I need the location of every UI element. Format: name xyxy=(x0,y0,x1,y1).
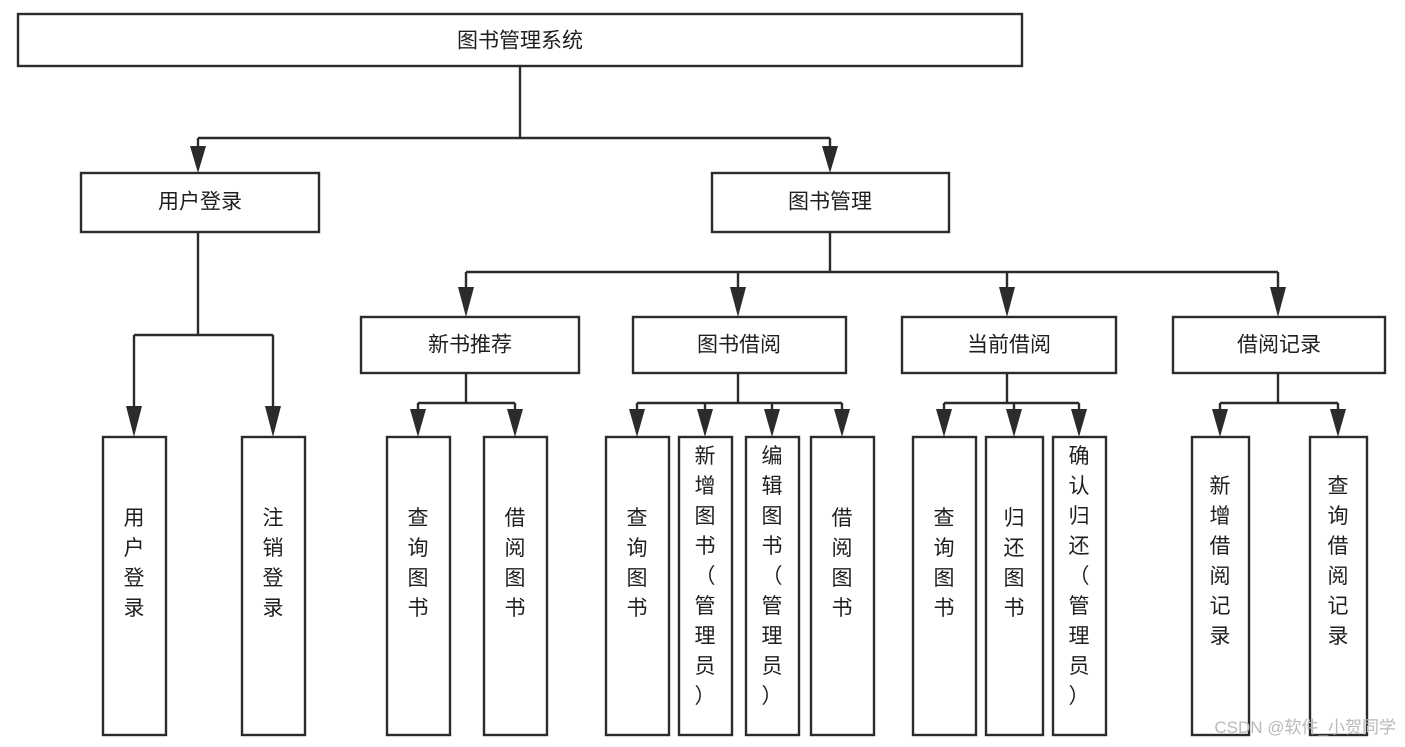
node-current-borrow-box[interactable] xyxy=(900,315,1118,375)
arrow-to-new-book-recommend xyxy=(458,287,474,317)
leaf-user-login[interactable]: 用户登录 xyxy=(101,435,168,737)
leaf-confirm-return-admin-label: 确认归还（管理员） xyxy=(1069,445,1090,708)
leaf-borrow-book-borrow[interactable]: 借阅图书 xyxy=(809,435,876,737)
leaf-query-borrow-record[interactable]: 查询借阅记录 xyxy=(1308,435,1369,737)
node-current-borrow[interactable]: 当前借阅 xyxy=(900,315,1118,375)
arrow-to-leaf-query-borrow-record xyxy=(1330,409,1346,437)
leaf-edit-book-admin[interactable]: 编辑图书（管理员） xyxy=(744,435,801,737)
leaf-query-book-rec[interactable]: 查询图书 xyxy=(385,435,452,737)
leaf-query-book-current-label: 查询图书 xyxy=(934,507,955,620)
leaf-add-borrow-record-box[interactable] xyxy=(1190,435,1251,737)
leaf-query-book-current-box[interactable] xyxy=(911,435,978,737)
leaf-logout-box[interactable] xyxy=(240,435,307,737)
node-user-login[interactable]: 用户登录 xyxy=(79,171,321,234)
leaf-query-book-borrow-box[interactable] xyxy=(604,435,671,737)
node-book-manage-label: 图书管理 xyxy=(788,191,872,214)
leaf-return-book[interactable]: 归还图书 xyxy=(984,435,1045,737)
arrow-to-current-borrow xyxy=(999,287,1015,317)
arrow-to-leaf-logout xyxy=(265,406,281,437)
leaf-confirm-return-admin-box[interactable] xyxy=(1051,435,1108,737)
node-root-label: 图书管理系统 xyxy=(457,30,583,53)
arrow-to-book-borrow xyxy=(730,287,746,317)
leaf-edit-book-admin-box[interactable] xyxy=(744,435,801,737)
arrow-to-leaf-borrow-book-borrow xyxy=(834,409,850,437)
arrow-to-book-manage xyxy=(822,146,838,173)
node-book-manage-box[interactable] xyxy=(710,171,951,234)
leaf-logout-label: 注销登录 xyxy=(263,507,284,620)
watermark-label: CSDN @软件_小贺同学 xyxy=(1214,718,1396,737)
leaf-query-borrow-record-box[interactable] xyxy=(1308,435,1369,737)
leaf-user-login-label: 用户登录 xyxy=(124,507,145,620)
node-current-borrow-label: 当前借阅 xyxy=(967,334,1051,357)
leaf-query-book-borrow-label: 查询图书 xyxy=(627,507,648,620)
node-new-book-recommend[interactable]: 新书推荐 xyxy=(359,315,581,375)
leaf-add-book-admin[interactable]: 新增图书（管理员） xyxy=(677,435,734,737)
node-book-borrow[interactable]: 图书借阅 xyxy=(631,315,848,375)
leaf-edit-book-admin-label: 编辑图书（管理员） xyxy=(762,445,783,708)
node-borrow-record-box[interactable] xyxy=(1171,315,1387,375)
leaf-add-book-admin-label: 新增图书（管理员） xyxy=(695,445,716,708)
node-user-login-label: 用户登录 xyxy=(158,191,242,214)
leaf-borrow-book-rec[interactable]: 借阅图书 xyxy=(482,435,549,737)
arrow-to-user-login xyxy=(190,146,206,173)
arrow-to-leaf-query-book-current xyxy=(936,409,952,437)
leaf-return-book-box[interactable] xyxy=(984,435,1045,737)
arrow-to-borrow-record xyxy=(1270,287,1286,317)
node-root[interactable]: 图书管理系统 xyxy=(16,12,1024,68)
leaf-query-book-current[interactable]: 查询图书 xyxy=(911,435,978,737)
arrow-to-leaf-return-book xyxy=(1006,409,1022,437)
node-new-book-recommend-box[interactable] xyxy=(359,315,581,375)
arrow-to-leaf-add-book-admin xyxy=(697,409,713,437)
arrow-to-leaf-confirm-return-admin xyxy=(1071,409,1087,437)
connector-layer xyxy=(126,66,1346,437)
node-book-manage[interactable]: 图书管理 xyxy=(710,171,951,234)
node-root-box[interactable] xyxy=(16,12,1024,68)
leaf-add-borrow-record[interactable]: 新增借阅记录 xyxy=(1190,435,1251,737)
node-borrow-record[interactable]: 借阅记录 xyxy=(1171,315,1387,375)
arrow-to-leaf-borrow-book-rec xyxy=(507,409,523,437)
arrow-to-leaf-query-book-rec xyxy=(410,409,426,437)
arrow-to-leaf-add-borrow-record xyxy=(1212,409,1228,437)
node-book-borrow-label: 图书借阅 xyxy=(697,334,781,357)
leaf-add-borrow-record-label: 新增借阅记录 xyxy=(1210,475,1231,648)
node-borrow-record-label: 借阅记录 xyxy=(1237,334,1321,357)
leaf-add-book-admin-box[interactable] xyxy=(677,435,734,737)
leaf-return-book-label: 归还图书 xyxy=(1004,507,1025,620)
node-book-borrow-box[interactable] xyxy=(631,315,848,375)
leaf-query-book-rec-label: 查询图书 xyxy=(408,507,429,620)
arrow-to-leaf-query-book-borrow xyxy=(629,409,645,437)
leaf-query-book-borrow[interactable]: 查询图书 xyxy=(604,435,671,737)
arrow-to-leaf-user-login xyxy=(126,406,142,437)
leaf-borrow-book-borrow-label: 借阅图书 xyxy=(832,507,853,620)
leaf-confirm-return-admin[interactable]: 确认归还（管理员） xyxy=(1051,435,1108,737)
arrow-to-leaf-edit-book-admin xyxy=(764,409,780,437)
leaf-query-borrow-record-label: 查询借阅记录 xyxy=(1328,475,1349,648)
leaf-query-book-rec-box[interactable] xyxy=(385,435,452,737)
leaf-borrow-book-rec-box[interactable] xyxy=(482,435,549,737)
leaf-borrow-book-borrow-box[interactable] xyxy=(809,435,876,737)
node-new-book-recommend-label: 新书推荐 xyxy=(428,334,512,357)
node-user-login-box[interactable] xyxy=(79,171,321,234)
leaf-logout[interactable]: 注销登录 xyxy=(240,435,307,737)
leaf-borrow-book-rec-label: 借阅图书 xyxy=(505,507,526,620)
leaf-user-login-box[interactable] xyxy=(101,435,168,737)
